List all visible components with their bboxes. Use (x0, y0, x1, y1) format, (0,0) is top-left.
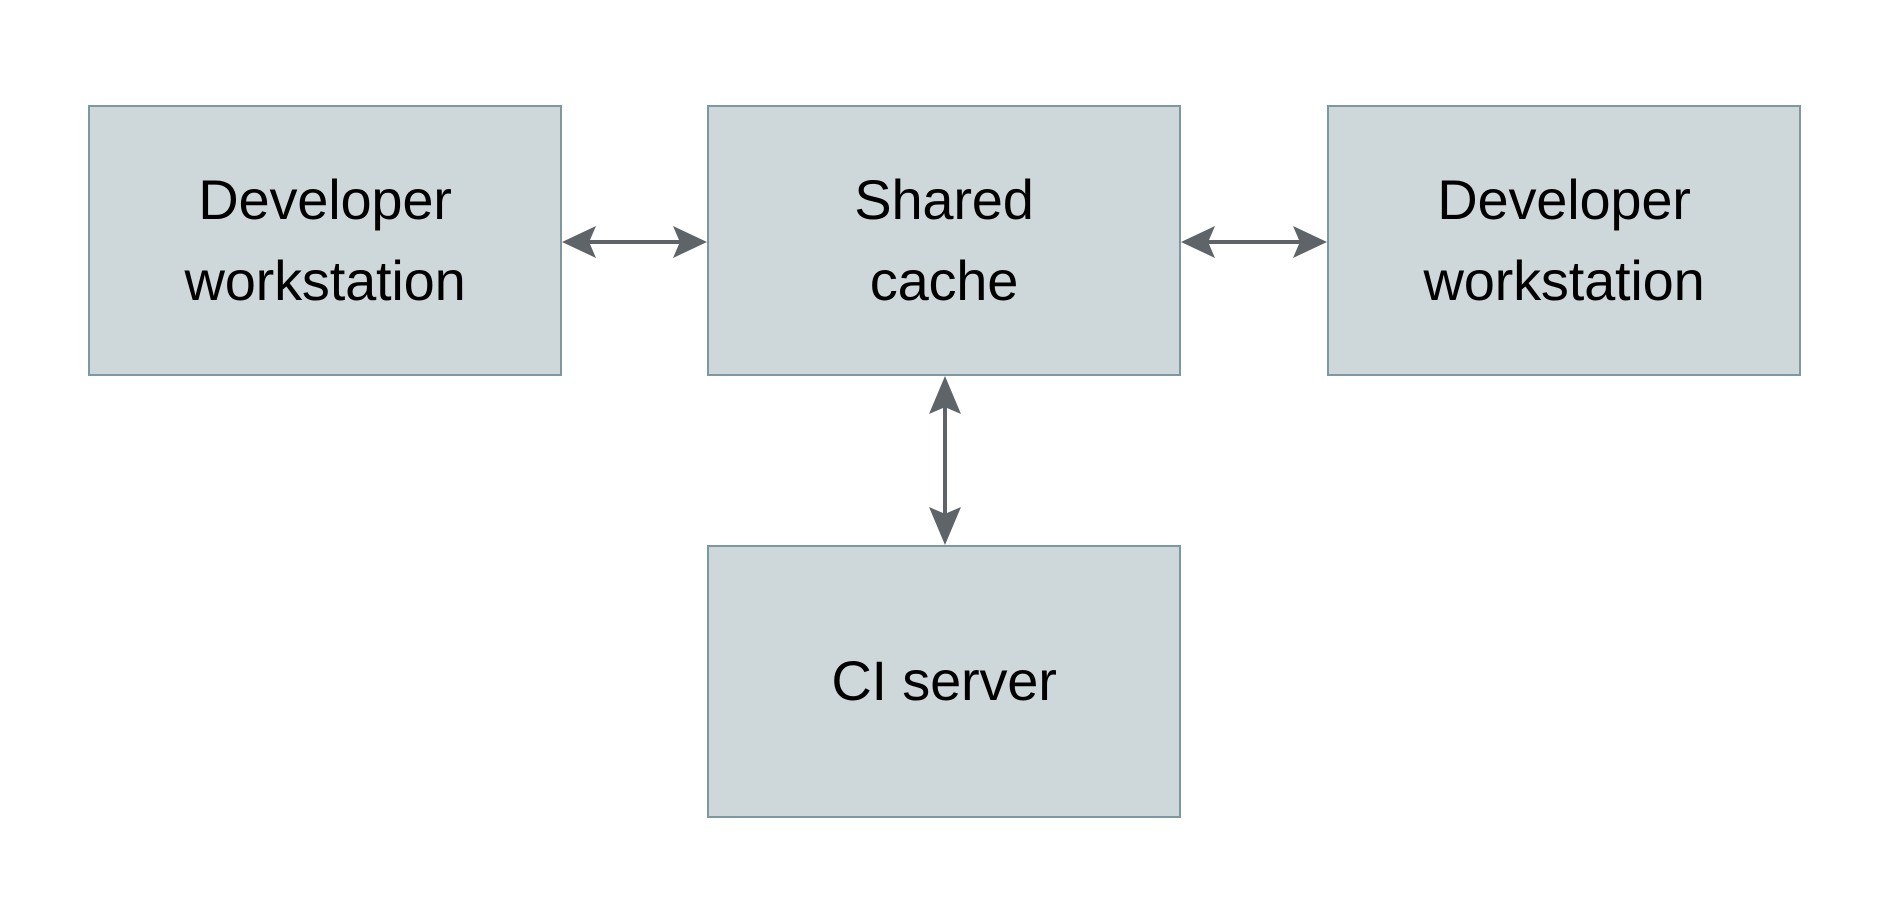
double-headed-arrow-horizontal-icon (562, 226, 707, 258)
node-shared-cache[interactable]: Shared cache (707, 105, 1181, 376)
node-label: CI server (831, 649, 1057, 713)
node-dev-workstation-left[interactable]: Developer workstation (88, 105, 562, 376)
double-headed-arrow-horizontal-icon (1181, 226, 1327, 258)
node-label: Developer workstation (184, 168, 466, 312)
node-ci-server[interactable]: CI server (707, 545, 1181, 818)
node-dev-workstation-right[interactable]: Developer workstation (1327, 105, 1801, 376)
node-label: Developer workstation (1423, 168, 1705, 312)
edge-cache-to-ci-server (924, 376, 966, 545)
edge-cache-to-right-workstation (1181, 221, 1327, 263)
double-headed-arrow-vertical-icon (929, 376, 961, 545)
edge-left-workstation-to-cache (562, 221, 707, 263)
node-label: Shared cache (854, 168, 1034, 312)
